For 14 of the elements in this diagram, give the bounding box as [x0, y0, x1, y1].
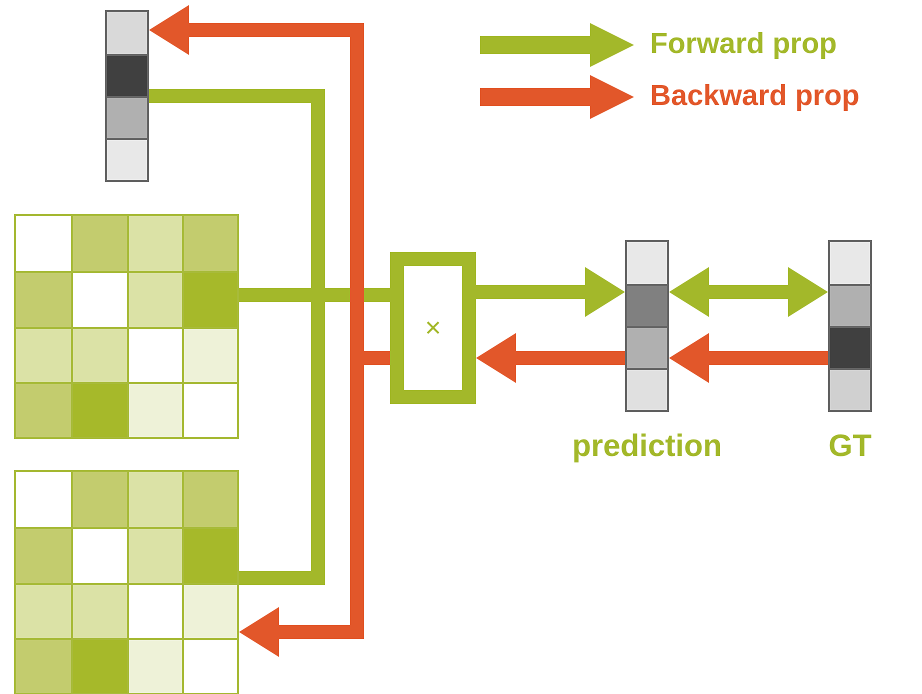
- multiply-box: ×: [390, 252, 476, 404]
- vector-drawing: [105, 10, 149, 182]
- vector-drawing: [625, 240, 669, 412]
- arrow: [476, 267, 625, 317]
- matrix-drawing: [14, 470, 239, 694]
- matrix-drawing: [14, 214, 239, 439]
- arrow: [476, 333, 625, 383]
- arrow: [669, 333, 828, 383]
- legend-text: Forward prop: [650, 28, 837, 61]
- arrow: [669, 267, 828, 317]
- legend-text: Backward prop: [650, 80, 860, 113]
- node-caption: prediction: [572, 428, 722, 464]
- node-caption: GT: [828, 428, 872, 464]
- vector-drawing: [828, 240, 872, 412]
